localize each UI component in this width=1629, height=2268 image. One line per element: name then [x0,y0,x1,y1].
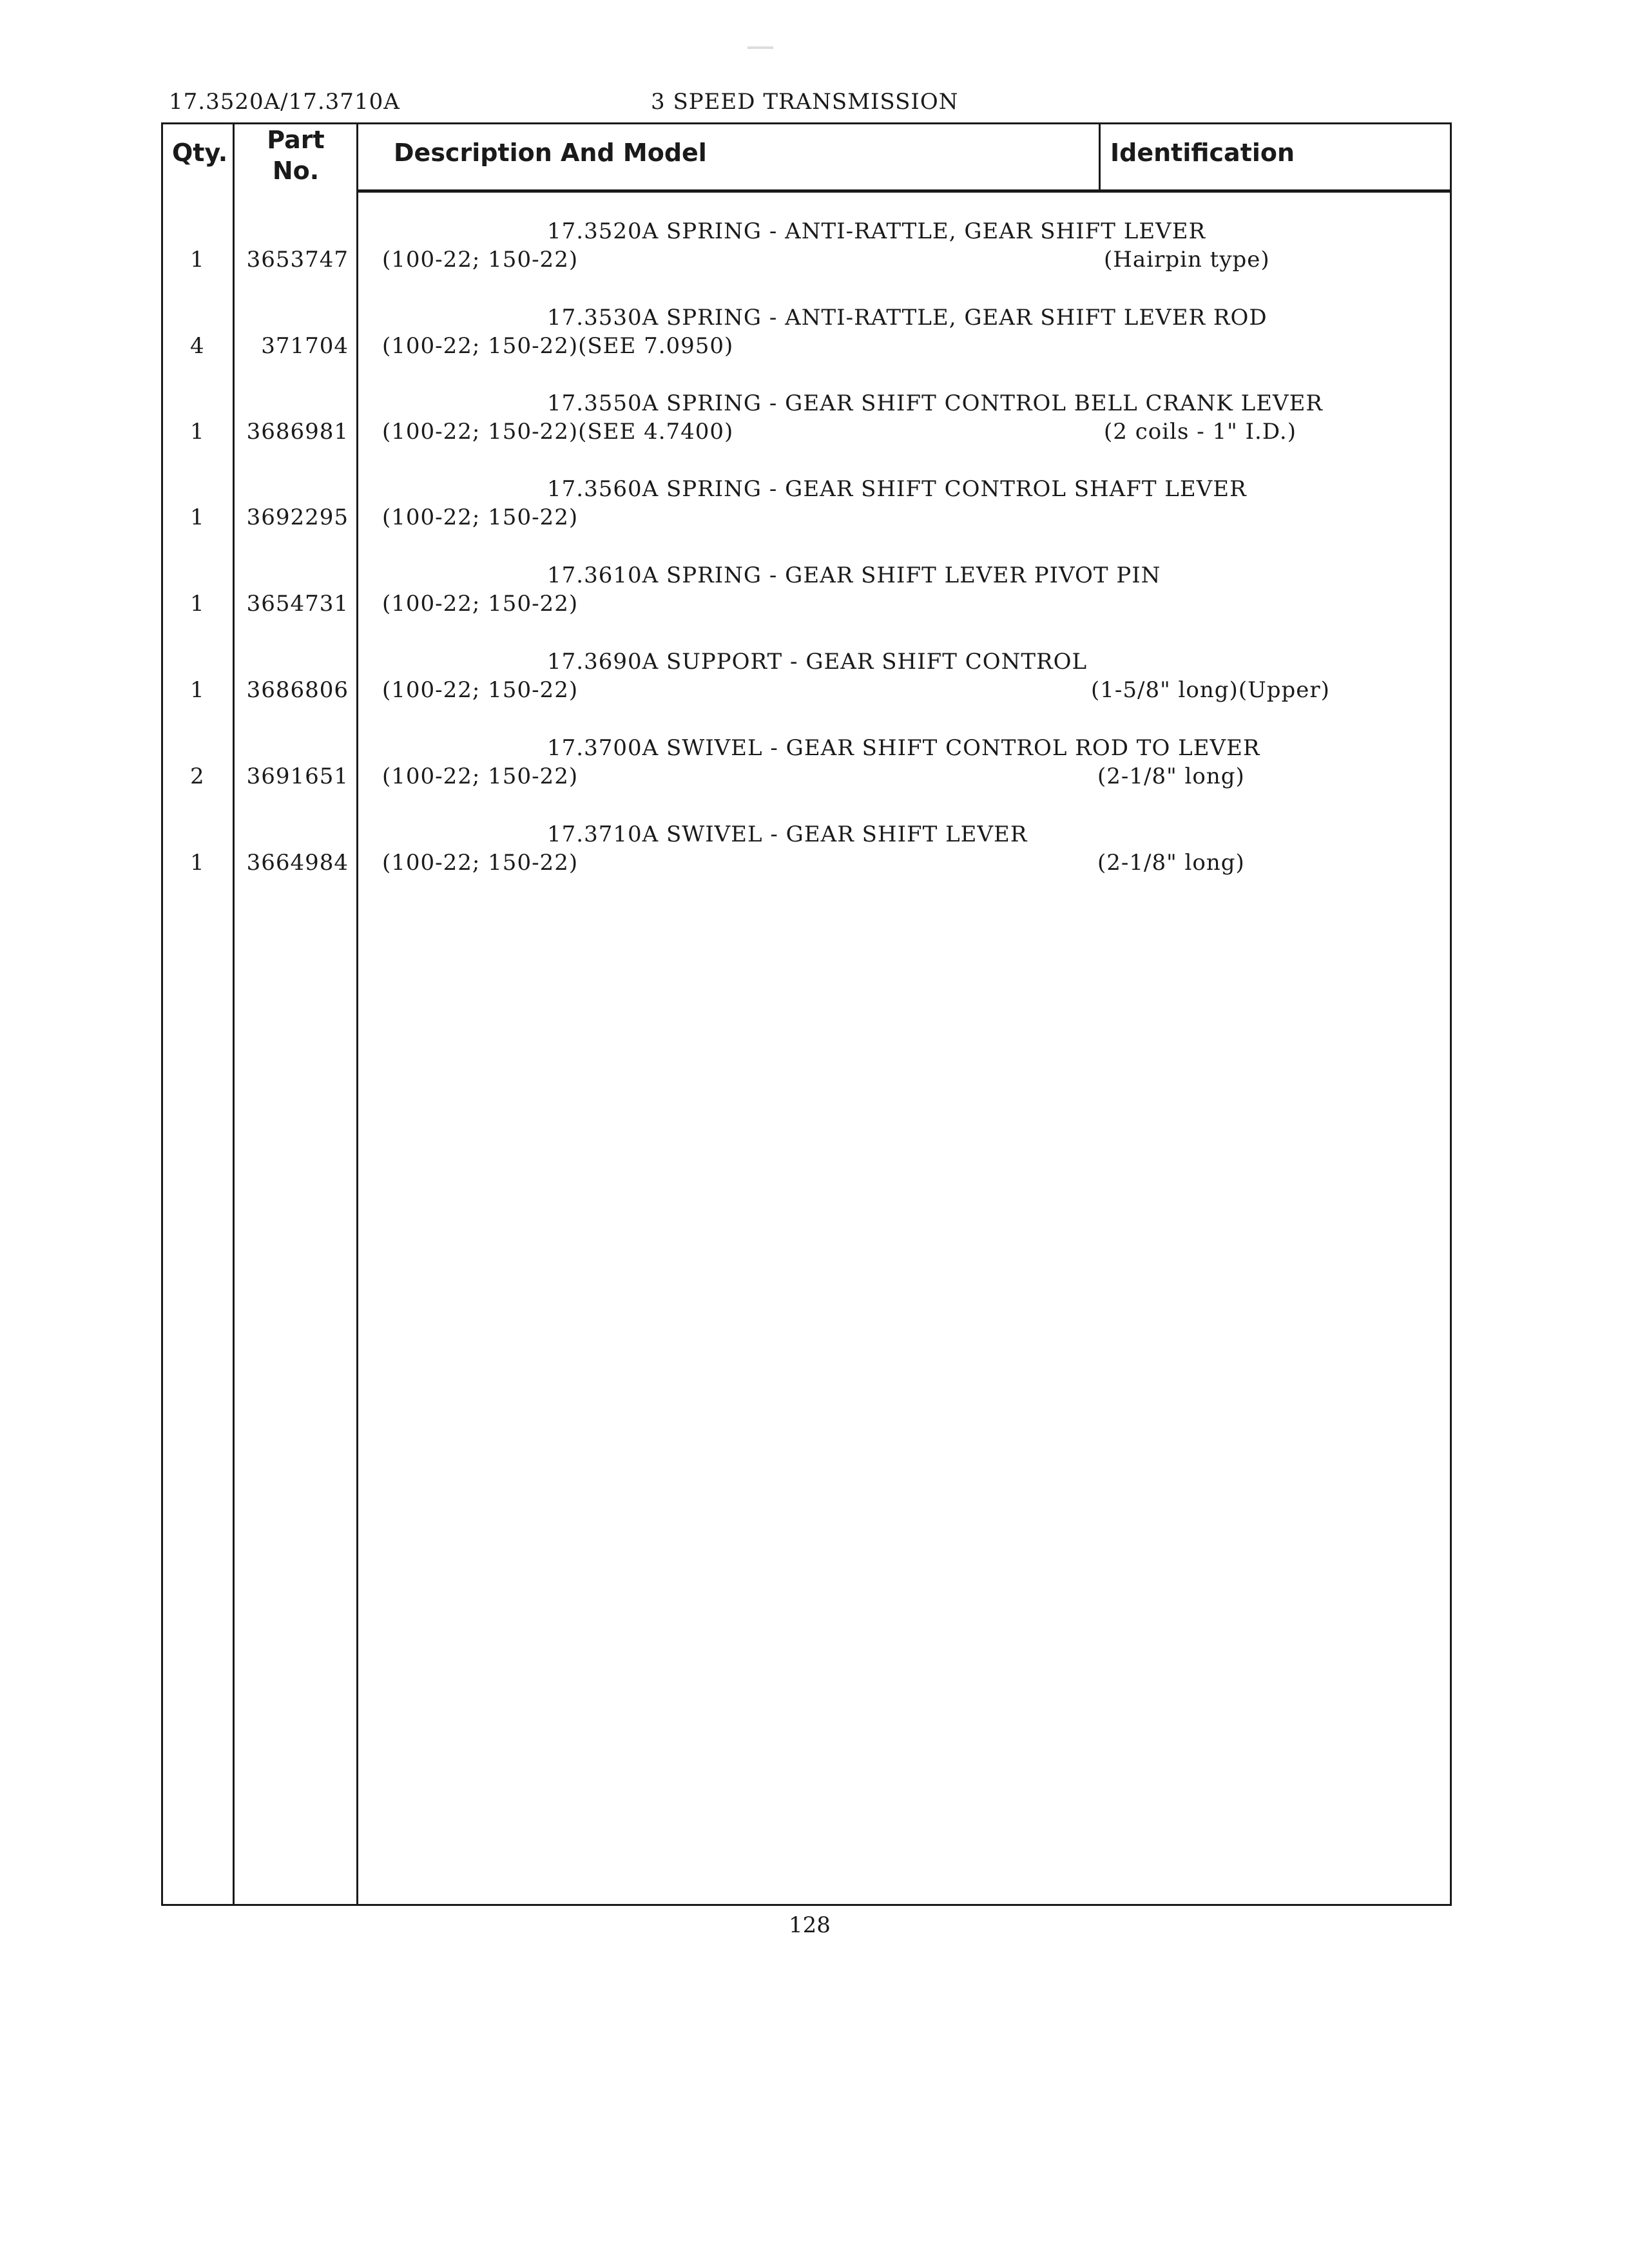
row-identification: (2-1/8" long) [1097,850,1245,876]
table-row: 1 3653747 17.3520A SPRING - ANTI-RATTLE,… [163,213,1450,291]
column-header-identification: Identification [1110,139,1295,167]
row-part-no: 3653747 [246,247,349,273]
table-row: 4 371704 17.3530A SPRING - ANTI-RATTLE, … [163,300,1450,377]
row-qty: 1 [190,677,205,703]
row-description-title: 17.3690A SUPPORT - GEAR SHIFT CONTROL [547,649,1088,675]
row-qty: 1 [190,505,205,530]
row-part-no: 371704 [261,333,349,359]
row-qty: 4 [190,333,205,359]
table-row: 1 3692295 17.3560A SPRING - GEAR SHIFT C… [163,471,1450,548]
row-description-model: (100-22; 150-22) [382,247,579,273]
row-identification: (Hairpin type) [1104,247,1270,273]
row-part-no: 3686806 [246,677,349,703]
column-divider-part [356,124,358,1904]
column-divider-identification [1099,124,1101,191]
table-row: 1 3686981 17.3550A SPRING - GEAR SHIFT C… [163,385,1450,463]
row-qty: 2 [190,764,205,789]
row-description-model: (100-22; 150-22) [382,850,579,876]
row-part-no: 3691651 [246,764,349,789]
page-number: 128 [789,1912,831,1938]
header-rule [356,189,1450,193]
row-description-model: (100-22; 150-22)(SEE 4.7400) [382,419,734,445]
row-part-no: 3664984 [246,850,349,876]
column-header-part-no: Part No. [235,124,356,186]
row-identification: (1-5/8" long)(Upper) [1091,677,1330,703]
row-description-title: 17.3560A SPRING - GEAR SHIFT CONTROL SHA… [547,476,1247,502]
row-description-title: 17.3700A SWIVEL - GEAR SHIFT CONTROL ROD… [547,735,1260,761]
table-row: 2 3691651 17.3700A SWIVEL - GEAR SHIFT C… [163,730,1450,807]
row-part-no: 3654731 [246,591,349,617]
row-description-model: (100-22; 150-22) [382,591,579,617]
row-description-title: 17.3710A SWIVEL - GEAR SHIFT LEVER [547,822,1028,847]
row-description-title: 17.3550A SPRING - GEAR SHIFT CONTROL BEL… [547,390,1324,416]
page-reference: 17.3520A/17.3710A [169,89,400,115]
row-part-no: 3692295 [246,505,349,530]
column-divider-qty [233,124,235,1904]
row-description-model: (100-22; 150-22) [382,677,579,703]
section-title: 3 SPEED TRANSMISSION [651,89,959,115]
row-part-no: 3686981 [246,419,349,445]
table-row: 1 3664984 17.3710A SWIVEL - GEAR SHIFT L… [163,816,1450,894]
row-qty: 1 [190,850,205,876]
row-description-model: (100-22; 150-22)(SEE 7.0950) [382,333,734,359]
column-header-part-line1: Part [267,126,325,154]
row-qty: 1 [190,247,205,273]
parts-table: Qty. Part No. Description And Model Iden… [161,122,1452,1906]
column-header-qty: Qty. [172,139,228,167]
row-description-title: 17.3530A SPRING - ANTI-RATTLE, GEAR SHIF… [547,305,1268,331]
row-description-title: 17.3520A SPRING - ANTI-RATTLE, GEAR SHIF… [547,218,1206,244]
row-description-title: 17.3610A SPRING - GEAR SHIFT LEVER PIVOT… [547,562,1161,588]
table-row: 1 3654731 17.3610A SPRING - GEAR SHIFT L… [163,557,1450,635]
column-header-description: Description And Model [394,139,707,167]
table-row: 1 3686806 17.3690A SUPPORT - GEAR SHIFT … [163,644,1450,721]
row-qty: 1 [190,591,205,617]
row-description-model: (100-22; 150-22) [382,764,579,789]
row-description-model: (100-22; 150-22) [382,505,579,530]
row-qty: 1 [190,419,205,445]
row-identification: (2 coils - 1" I.D.) [1104,419,1296,445]
row-identification: (2-1/8" long) [1097,764,1245,789]
scan-smudge [747,46,773,49]
column-header-part-line2: No. [272,157,320,185]
